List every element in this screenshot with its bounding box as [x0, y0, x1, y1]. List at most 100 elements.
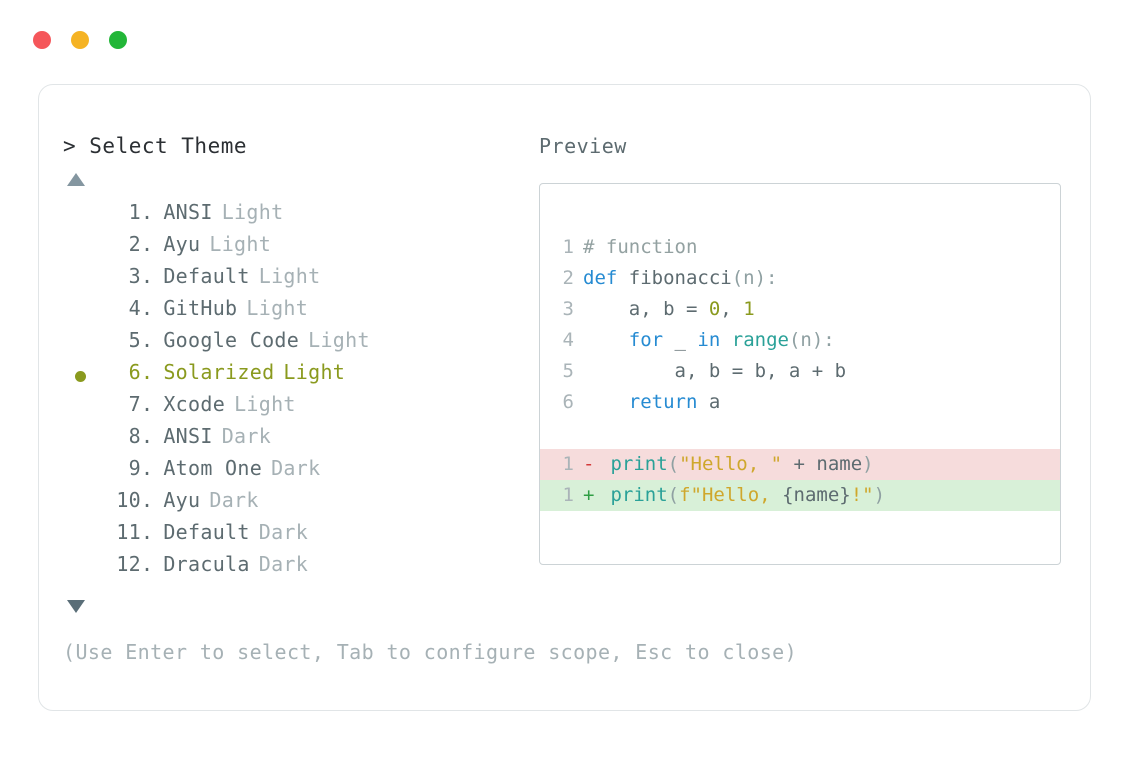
code-line: 6 return a — [540, 387, 1060, 418]
code-token: , — [720, 298, 744, 320]
theme-item-index-dot: . — [141, 392, 154, 416]
code-token — [720, 329, 731, 351]
code-token: "Hello, " — [679, 453, 783, 475]
theme-item-name: Ayu — [163, 232, 201, 256]
code-line-content: def fibonacci(n): — [583, 263, 1060, 294]
code-token: for — [628, 329, 664, 351]
theme-item-index: 11 — [116, 520, 141, 544]
theme-item-variant: Dark — [209, 488, 259, 512]
code-line-number: 6 — [562, 391, 574, 413]
window-controls — [33, 31, 127, 49]
theme-item-index: 10 — [116, 488, 141, 512]
code-token: def — [583, 267, 618, 289]
code-token: print — [610, 484, 668, 506]
theme-item-index-dot: . — [141, 424, 154, 448]
theme-item-index-dot: . — [141, 488, 154, 512]
theme-item-index: 4 — [128, 296, 141, 320]
code-token: ( — [667, 453, 680, 475]
code-token: in — [697, 329, 721, 351]
diff-line-del: 1- print("Hello, " + name) — [540, 449, 1060, 480]
theme-item-index-dot: . — [141, 328, 154, 352]
diff-line-add: 1 + print(f"Hello, {name}!") — [540, 480, 1060, 511]
code-line-content: + print(f"Hello, {name}!") — [583, 480, 1060, 511]
code-line-number: 5 — [562, 360, 574, 382]
code-token: a — [697, 391, 721, 413]
code-token: 1 — [743, 298, 755, 320]
theme-select-prompt: > Select Theme — [63, 134, 248, 158]
theme-item-index: 6 — [128, 360, 141, 384]
theme-item-index-dot: . — [141, 552, 154, 576]
code-line: 2 def fibonacci(n): — [540, 263, 1060, 294]
theme-item-index-dot: . — [141, 264, 154, 288]
code-line-number: 1 — [562, 484, 574, 506]
code-token: print — [610, 453, 668, 475]
window-minimize-button[interactable] — [71, 31, 89, 49]
code-line-content: a, b = 0, 1 — [583, 294, 1060, 325]
code-token: {name} — [782, 484, 851, 506]
code-token: (n): — [788, 329, 835, 351]
code-line: 4 for _ in range(n): — [540, 325, 1060, 356]
diff-marker: - — [583, 453, 595, 475]
theme-item-name: Default — [163, 520, 250, 544]
theme-item-name: Dracula — [163, 552, 250, 576]
code-token: ) — [873, 484, 886, 506]
diff-block: 1- print("Hello, " + name)1+ print(f"Hel… — [540, 449, 1060, 511]
code-token: (n): — [731, 267, 778, 289]
code-line-number: 2 — [562, 267, 574, 289]
theme-item-index-dot: . — [141, 200, 154, 224]
code-token: a, b = — [583, 298, 709, 320]
code-token: ( — [667, 484, 680, 506]
code-token: 0 — [708, 298, 721, 320]
theme-item-index-dot: . — [141, 456, 154, 480]
code-token: a, b = b, a + b — [583, 360, 847, 382]
theme-item-name: ANSI — [163, 200, 213, 224]
code-token: # function — [583, 236, 698, 258]
theme-item-variant: Light — [221, 200, 284, 224]
theme-item-index: 3 — [128, 264, 141, 288]
window-close-button[interactable] — [33, 31, 51, 49]
theme-item-name: Ayu — [163, 488, 201, 512]
preview-label: Preview — [539, 134, 627, 158]
theme-item-variant: Light — [246, 296, 309, 320]
theme-item-index: 8 — [128, 424, 141, 448]
scroll-down-icon[interactable] — [67, 600, 85, 613]
theme-item-variant: Dark — [271, 456, 321, 480]
code-token: range — [731, 329, 789, 351]
code-token: _ — [663, 329, 698, 351]
code-token: !" — [850, 484, 874, 506]
code-line-number: 4 — [562, 329, 574, 351]
theme-item-index: 9 — [128, 456, 141, 480]
theme-item-variant: Light — [209, 232, 272, 256]
scroll-up-icon[interactable] — [67, 173, 85, 186]
code-line-content: a, b = b, a + b — [583, 356, 1060, 387]
code-token: return — [628, 391, 698, 413]
theme-item-variant: Light — [308, 328, 370, 352]
theme-item-variant: Dark — [258, 520, 309, 544]
window-zoom-button[interactable] — [109, 31, 127, 49]
theme-item-index-dot: . — [141, 360, 154, 384]
theme-list-item[interactable]: 10. Ayu Dark — [63, 488, 533, 520]
code-line-number: 3 — [562, 298, 574, 320]
theme-item-index: 5 — [128, 328, 141, 352]
theme-item-name: Xcode — [163, 392, 226, 416]
theme-item-index: 2 — [128, 232, 141, 256]
code-line-number: 1 — [562, 453, 574, 475]
theme-item-index: 12 — [116, 552, 141, 576]
code-line: 1# function — [540, 232, 1060, 263]
theme-item-name: Default — [163, 264, 250, 288]
